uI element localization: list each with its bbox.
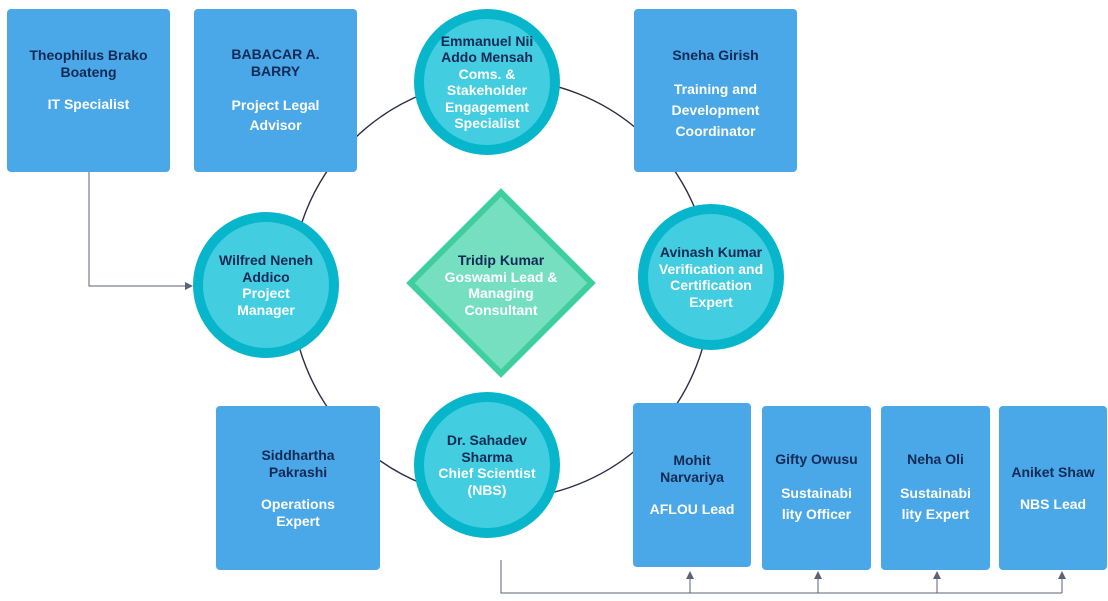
card-theophilus-name: Theophilus Brako Boateng (29, 47, 148, 80)
card-mohit: Mohit Narvariya AFLOU Lead (633, 403, 751, 567)
center-name: Tridip Kumar (457, 252, 545, 268)
circle-avinash-name: Avinash Kumar (659, 244, 763, 260)
card-sneha: Sneha Girish Training and Development Co… (634, 9, 797, 172)
card-neha-name: Neha Oli (907, 451, 964, 467)
card-mohit-role: AFLOU Lead (649, 501, 735, 517)
it-to-pm-connector (88, 172, 193, 290)
circle-wilfred-role: Project Manager (237, 285, 295, 318)
card-aniket-role: NBS Lead (1019, 495, 1087, 512)
circle-avinash: Avinash Kumar Verification and Certifica… (638, 204, 784, 350)
card-babacar: BABACAR A. BARRY Project Legal Advisor (194, 9, 357, 172)
card-sneha-name: Sneha Girish (672, 47, 759, 63)
circle-emmanuel-name: Emmanuel Nii Addo Mensah (440, 32, 534, 66)
card-aniket: Aniket Shaw NBS Lead (999, 406, 1107, 570)
circle-wilfred: Wilfred Neneh Addico Project Manager (193, 212, 339, 358)
circle-sahadev-role: Chief Scientist (NBS) (438, 465, 536, 498)
center-diamond-text: Tridip Kumar Goswami Lead & Managing Con… (426, 252, 576, 318)
card-sneha-role: Training and Development Coordinator (671, 81, 760, 139)
card-babacar-name: BABACAR A. BARRY (231, 46, 320, 79)
card-gifty-role: Sustainabi lity Officer (781, 485, 852, 522)
scientist-bus-line (500, 560, 1062, 594)
card-siddhartha: Siddhartha Pakrashi Operations Expert (216, 406, 380, 570)
circle-emmanuel: Emmanuel Nii Addo Mensah Coms. & Stakeho… (414, 9, 560, 155)
card-siddhartha-role: Operations Expert (261, 495, 335, 529)
circle-emmanuel-role: Coms. & Stakeholder Engagement Specialis… (444, 65, 529, 132)
card-neha-role: Sustainabi lity Expert (900, 485, 971, 522)
card-babacar-role: Project Legal Advisor (231, 97, 320, 133)
circle-sahadev: Dr. Sahadev Sharma Chief Scientist (NBS) (414, 392, 560, 538)
card-siddhartha-name: Siddhartha Pakrashi (261, 446, 335, 480)
card-neha: Neha Oli Sustainabi lity Expert (881, 406, 990, 570)
card-theophilus: Theophilus Brako Boateng IT Specialist (7, 9, 170, 172)
center-role: Goswami Lead & Managing Consultant (444, 268, 558, 318)
circle-sahadev-name: Dr. Sahadev Sharma (446, 432, 528, 465)
card-gifty: Gifty Owusu Sustainabi lity Officer (762, 406, 871, 570)
card-aniket-name: Aniket Shaw (1011, 463, 1095, 480)
card-gifty-name: Gifty Owusu (775, 451, 858, 467)
circle-avinash-role: Verification and Certification Expert (658, 260, 764, 310)
card-mohit-name: Mohit Narvariya (660, 452, 724, 485)
card-theophilus-role: IT Specialist (47, 96, 130, 112)
circle-wilfred-name: Wilfred Neneh Addico (219, 252, 313, 285)
